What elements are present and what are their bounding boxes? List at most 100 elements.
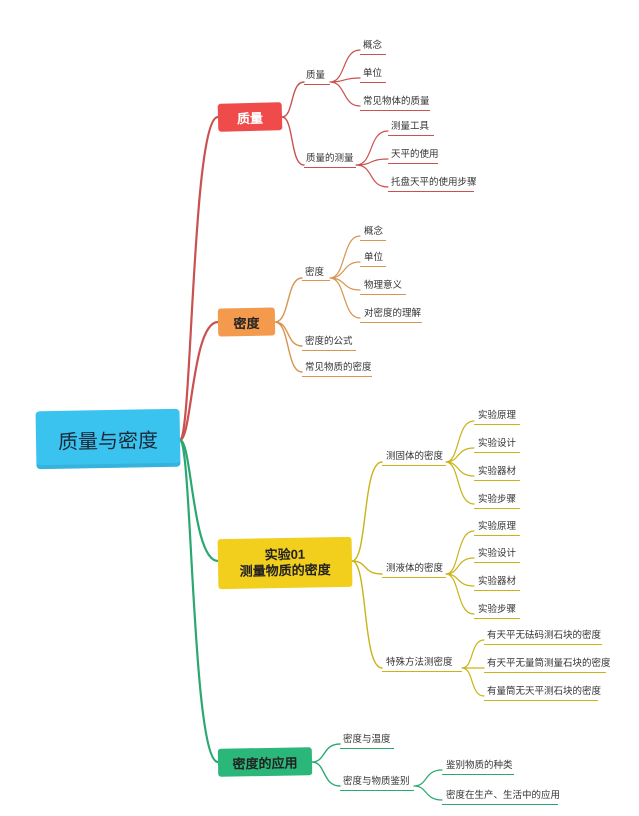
mass-concept-item-1-label: 单位	[363, 68, 383, 79]
density-concept-item-3-label: 对密度的理解	[364, 308, 422, 319]
mass-concept-item-2-underline	[360, 110, 430, 111]
connector-root-density	[178, 320, 220, 442]
density-concept-item-2: 物理意义	[364, 280, 402, 292]
branch-mass-label: 质量	[236, 110, 264, 126]
application-identify-item-1: 密度在生产、生活中的应用	[446, 790, 560, 802]
application-identify-item-1-underline	[442, 804, 558, 805]
mass-measure-item-2-label: 托盘天平的使用步骤	[391, 177, 477, 188]
density-concept-item-1-underline	[360, 266, 386, 267]
bracket-mass	[281, 81, 305, 166]
density-concept-item-2-label: 物理意义	[364, 280, 403, 291]
bracket-mass-concept	[329, 49, 361, 107]
branch-experiment-label-line2: 测量物质的密度	[239, 562, 331, 579]
experiment-special-item-1: 有天平无量筒测量石块的密度	[487, 658, 611, 670]
application-identify-underline	[340, 790, 414, 791]
density-concept-item-1-label: 单位	[364, 252, 384, 263]
density-common-node: 常见物质的密度	[305, 362, 372, 374]
density-concept-label: 密度	[305, 267, 325, 278]
application-temp-label: 密度与温度	[343, 734, 391, 745]
mass-measure-item-1-label: 天平的使用	[391, 149, 439, 160]
bracket-solid	[445, 420, 475, 505]
bracket-density	[274, 277, 303, 373]
mass-measure-item-2-underline	[388, 191, 474, 192]
experiment-liquid-item-0-label: 实验原理	[478, 521, 517, 532]
mass-measure-item-2: 托盘天平的使用步骤	[391, 177, 477, 189]
mass-concept-item-0-label: 概念	[363, 40, 383, 51]
density-concept-item-2-underline	[360, 294, 406, 295]
experiment-solid-item-2: 实验器材	[478, 466, 516, 478]
experiment-solid-item-1-label: 实验设计	[478, 438, 517, 449]
branch-experiment-label-line1: 实验01	[264, 546, 306, 563]
experiment-solid-item-2-underline	[474, 480, 520, 481]
application-identify-label: 密度与物质鉴别	[343, 776, 410, 787]
density-common-label: 常见物质的密度	[305, 362, 372, 373]
branch-experiment: 实验01 测量物质的密度	[217, 536, 353, 590]
experiment-solid-item-3-underline	[474, 508, 520, 509]
connector-root-experiment	[178, 438, 220, 563]
experiment-liquid-label: 测液体的密度	[386, 563, 444, 574]
mass-measure-label: 质量的测量	[306, 153, 354, 164]
mass-measure-item-0-label: 测量工具	[391, 121, 430, 132]
root-node: 质量与密度	[35, 408, 181, 470]
experiment-special-item-0: 有天平无砝码测石块的密度	[487, 630, 601, 642]
bracket-application	[311, 743, 341, 787]
branch-mass: 质量	[217, 102, 283, 132]
density-common-underline	[302, 376, 372, 377]
density-concept-underline	[302, 280, 330, 281]
experiment-liquid-item-1-underline	[474, 562, 520, 563]
experiment-special-item-0-label: 有天平无砝码测石块的密度	[487, 630, 602, 641]
mass-measure-node: 质量的测量	[306, 153, 354, 165]
experiment-special-item-1-underline	[484, 672, 606, 673]
branch-density-label: 密度	[233, 315, 260, 331]
mass-concept-item-0-underline	[360, 54, 386, 55]
density-concept-item-0-underline	[360, 240, 386, 241]
branch-application: 密度的应用	[217, 747, 313, 777]
experiment-liquid-item-1: 实验设计	[478, 548, 516, 560]
connector-root-mass	[178, 115, 220, 442]
application-identify-item-1-label: 密度在生产、生活中的应用	[446, 790, 561, 801]
application-identify-item-0-label: 鉴别物质的种类	[446, 760, 513, 771]
experiment-liquid-item-0: 实验原理	[478, 521, 516, 533]
experiment-liquid-item-2-label: 实验器材	[478, 576, 517, 587]
experiment-solid-item-1: 实验设计	[478, 438, 516, 450]
application-temp-node: 密度与温度	[343, 734, 391, 746]
branch-density: 密度	[217, 307, 276, 337]
mass-measure-item-0: 测量工具	[391, 121, 429, 133]
connector-root-application	[178, 438, 220, 764]
mass-concept-item-1: 单位	[363, 68, 382, 80]
application-temp-underline	[340, 748, 394, 749]
experiment-liquid-item-2-underline	[474, 590, 520, 591]
mass-concept-item-1-underline	[360, 82, 386, 83]
mass-measure-item-1-underline	[388, 163, 438, 164]
bracket-mass-measure	[355, 130, 389, 188]
experiment-liquid-node: 测液体的密度	[386, 563, 443, 575]
experiment-solid-node: 测固体的密度	[386, 451, 443, 463]
experiment-liquid-item-1-label: 实验设计	[478, 548, 517, 559]
mass-measure-underline	[304, 167, 356, 168]
experiment-liquid-item-3-underline	[474, 618, 520, 619]
density-concept-item-0: 概念	[364, 226, 383, 238]
mass-concept-item-2-label: 常见物体的质量	[363, 96, 430, 107]
experiment-special-item-2: 有量筒无天平测石块的密度	[487, 686, 601, 698]
experiment-solid-item-3-label: 实验步骤	[478, 494, 517, 505]
experiment-liquid-item-3-label: 实验步骤	[478, 604, 517, 615]
bracket-special	[461, 639, 485, 697]
application-identify-node: 密度与物质鉴别	[343, 776, 410, 788]
root-label: 质量与密度	[57, 429, 159, 454]
bracket-liquid	[445, 530, 475, 615]
experiment-special-node: 特殊方法测密度	[386, 657, 453, 669]
experiment-special-item-0-underline	[484, 644, 602, 645]
application-identify-item-0-underline	[442, 774, 514, 775]
experiment-special-label: 特殊方法测密度	[386, 657, 453, 668]
experiment-solid-item-3: 实验步骤	[478, 494, 516, 506]
bracket-density-concept	[329, 235, 361, 319]
experiment-liquid-underline	[382, 577, 446, 578]
experiment-liquid-item-0-underline	[474, 535, 520, 536]
experiment-solid-item-0-label: 实验原理	[478, 410, 517, 421]
density-formula-label: 密度的公式	[305, 336, 353, 347]
experiment-solid-item-2-label: 实验器材	[478, 466, 517, 477]
mass-concept-item-0: 概念	[363, 40, 382, 52]
mass-concept-underline	[304, 84, 330, 85]
mass-measure-item-1: 天平的使用	[391, 149, 439, 161]
